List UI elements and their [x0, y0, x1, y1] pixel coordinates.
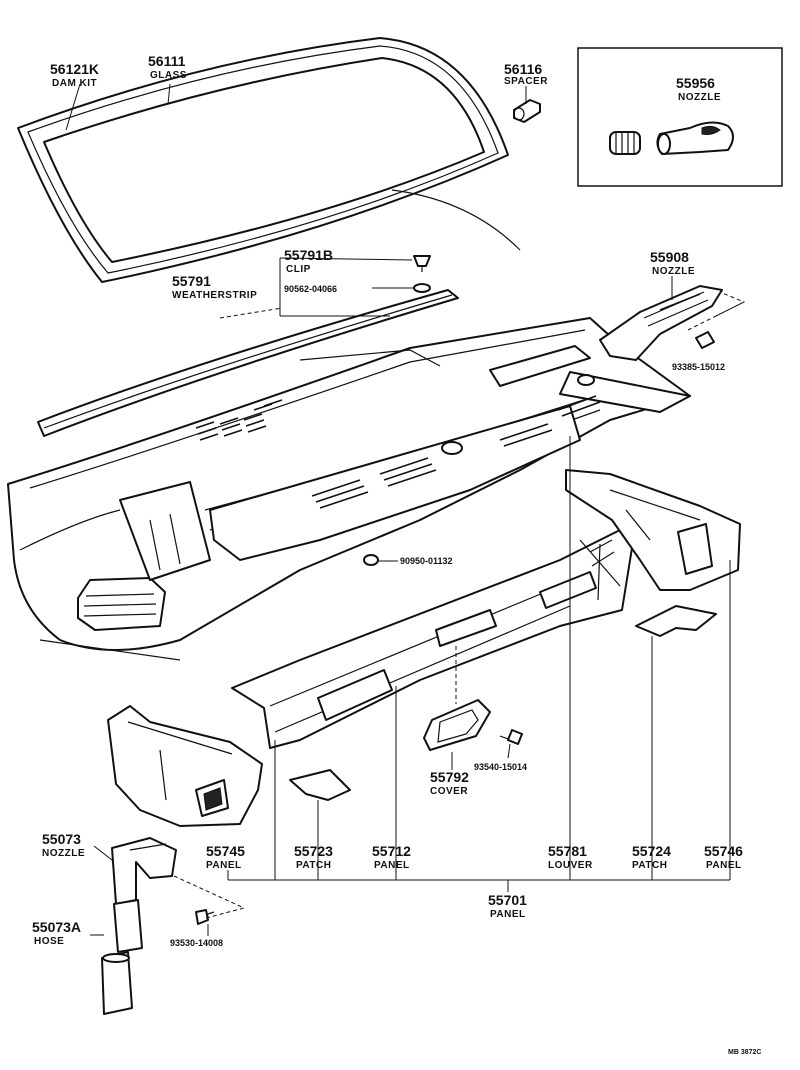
label-nozzle-55956-name: NOZZLE	[678, 92, 721, 103]
screw-93530-part	[195, 909, 215, 925]
label-patch-55723-name: PATCH	[296, 860, 331, 871]
label-panel-55745-name: PANEL	[206, 860, 242, 871]
nozzle-55908-part	[599, 285, 723, 361]
bolt-90562-part	[413, 283, 431, 293]
label-spacer-name: SPACER	[504, 76, 548, 87]
label-panel-assy-number: 55701	[488, 892, 527, 908]
label-panel-55746-number: 55746	[704, 843, 743, 859]
side-panel-55746-part	[565, 469, 741, 591]
louver-panel-part	[231, 529, 633, 749]
label-cover-name: COVER	[430, 786, 468, 797]
side-panel-55745-part	[107, 705, 263, 827]
label-glass-name: GLASS	[150, 70, 187, 81]
label-weatherstrip-name: WEATHERSTRIP	[172, 290, 257, 301]
label-patch-55724-name: PATCH	[632, 860, 667, 871]
label-clip-name: CLIP	[286, 264, 311, 275]
label-screw-93540: 93540-15014	[474, 762, 527, 772]
label-bolt-90562: 90562-04066	[284, 284, 337, 294]
hose-55073a-part	[101, 899, 143, 1015]
label-nozzle-55908-name: NOZZLE	[652, 266, 695, 277]
cowl-panel-part	[7, 317, 691, 661]
nozzle-55073-part	[111, 837, 177, 905]
dashed-alignment-lines	[173, 291, 746, 919]
label-nozzle-55908-number: 55908	[650, 249, 689, 265]
label-panel-assy-name: PANEL	[490, 909, 526, 920]
label-louver-number: 55781	[548, 843, 587, 859]
callout-labels: 56121K DAM KIT 56111 GLASS 56116 SPACER …	[32, 53, 761, 1056]
label-clip-number: 55791B	[284, 247, 333, 263]
label-panel-55712-number: 55712	[372, 843, 411, 859]
label-cover-number: 55792	[430, 769, 469, 785]
patch-55723-part	[289, 769, 351, 801]
label-plug-90950: 90950-01132	[400, 556, 453, 566]
label-spacer-number: 56116	[504, 61, 542, 77]
spacer-part	[513, 99, 541, 123]
label-screw-93530: 93530-14008	[170, 938, 223, 948]
vent-slots-center	[311, 395, 601, 509]
clip-55791b-part	[413, 255, 431, 272]
label-screw-93385: 93385-15012	[672, 362, 725, 372]
label-dam-kit-number: 56121K	[50, 61, 99, 77]
label-patch-55724-number: 55724	[632, 843, 671, 859]
label-weatherstrip-number: 55791	[172, 273, 211, 289]
label-panel-55746-name: PANEL	[706, 860, 742, 871]
label-panel-55745-number: 55745	[206, 843, 245, 859]
screw-93540-part	[499, 729, 523, 745]
label-nozzle-55073-name: NOZZLE	[42, 848, 85, 859]
vent-slots-left	[195, 399, 283, 441]
plug-90950-part	[363, 554, 379, 566]
windshield-glass-part	[17, 37, 521, 283]
nozzle-55956-part	[609, 121, 734, 155]
nozzle-inset-box	[577, 47, 783, 187]
patch-55724-part	[635, 605, 717, 637]
label-hose-number: 55073A	[32, 919, 81, 935]
screw-93385-part	[695, 331, 715, 349]
label-louver-name: LOUVER	[548, 860, 593, 871]
label-patch-55723-number: 55723	[294, 843, 333, 859]
cover-55792-part	[423, 699, 491, 751]
label-nozzle-55073-number: 55073	[42, 831, 81, 847]
label-hose-name: HOSE	[34, 936, 64, 947]
label-dam-kit-name: DAM KIT	[52, 78, 97, 89]
leader-lines	[65, 83, 731, 936]
weatherstrip-part	[37, 289, 459, 437]
figure-code: MB 3872C	[728, 1049, 761, 1056]
label-glass-number: 56111	[148, 53, 186, 69]
label-panel-55712-name: PANEL	[374, 860, 410, 871]
label-nozzle-55956-number: 55956	[676, 75, 715, 91]
